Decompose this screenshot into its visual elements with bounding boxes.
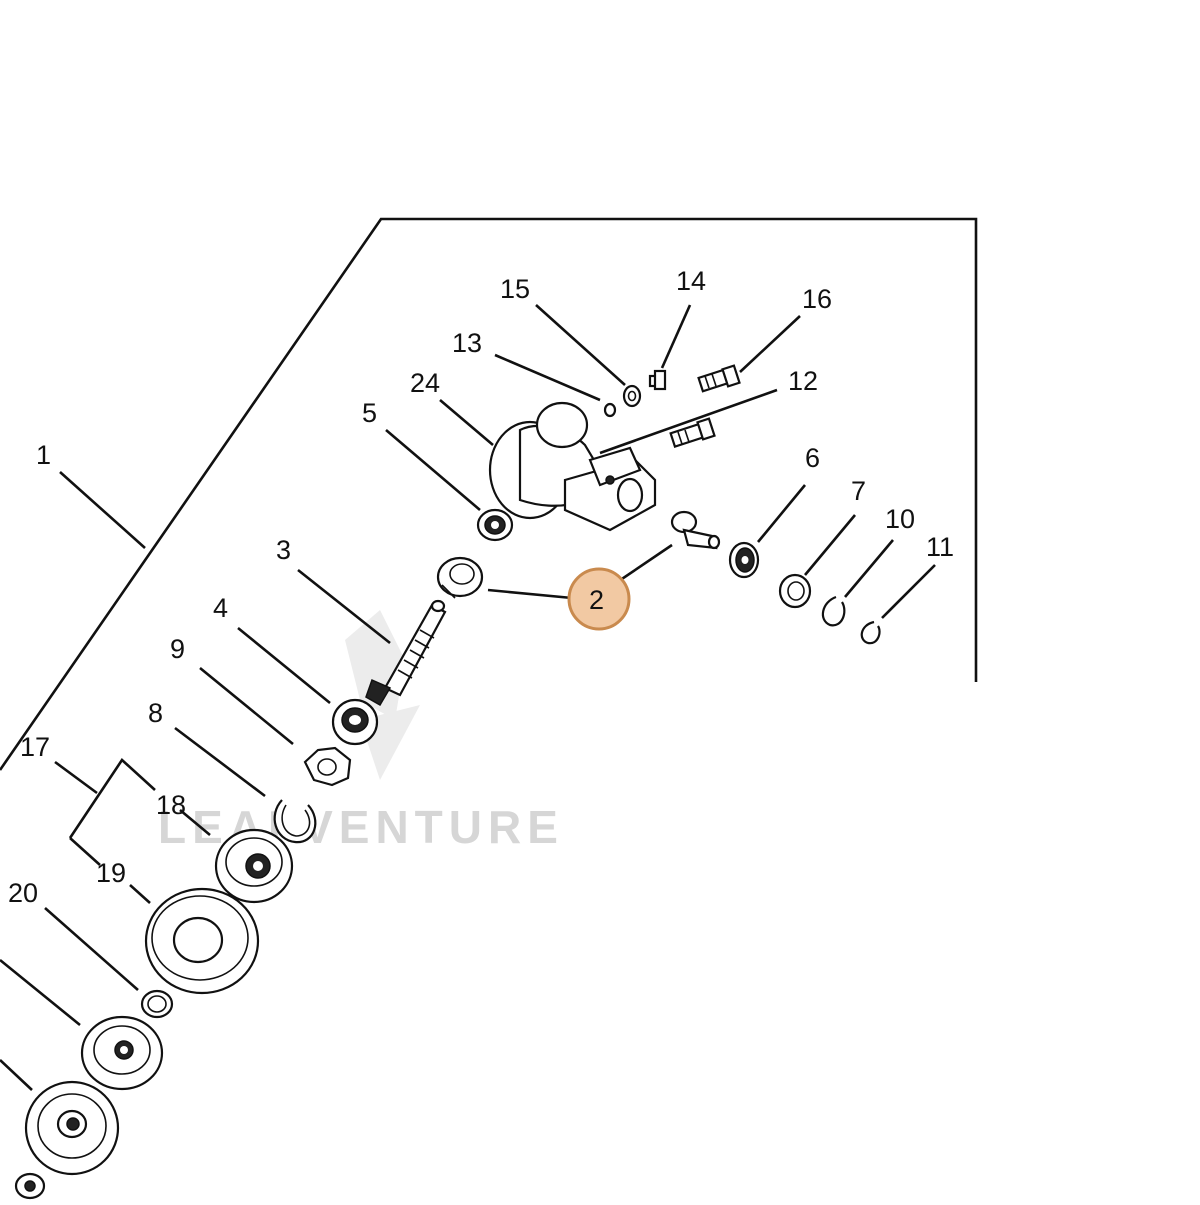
gear-housing xyxy=(488,401,657,532)
callout-17: 17 xyxy=(20,732,50,762)
callout-3: 3 xyxy=(276,535,291,565)
callout-13: 13 xyxy=(452,328,482,358)
highlighted-callout-2[interactable]: 2 xyxy=(567,567,631,631)
callout-7: 7 xyxy=(851,476,866,506)
leader-lines xyxy=(0,304,936,1091)
gear-3 xyxy=(436,556,484,599)
ring xyxy=(140,989,174,1019)
disc-19 xyxy=(144,887,260,995)
bearing-6 xyxy=(728,541,760,579)
bearing-5 xyxy=(476,508,514,542)
callout-10: 10 xyxy=(885,504,915,534)
callout-6: 6 xyxy=(805,443,820,473)
screw-16 xyxy=(697,364,741,393)
lower-cup xyxy=(24,1080,120,1176)
callout-19: 19 xyxy=(96,858,126,888)
callout-2: 2 xyxy=(589,585,604,615)
bearing-4 xyxy=(331,698,379,746)
callout-15: 15 xyxy=(500,274,530,304)
watermark-text: LEAFVENTURE xyxy=(158,801,564,853)
bearing-7 xyxy=(778,573,812,609)
callout-24: 24 xyxy=(410,368,440,398)
shaft-3 xyxy=(365,599,447,707)
callout-16: 16 xyxy=(802,284,832,314)
callout-12: 12 xyxy=(788,366,818,396)
clip-11 xyxy=(860,620,881,645)
ball-13 xyxy=(603,402,617,418)
washer-9 xyxy=(303,746,352,787)
circlip-8 xyxy=(273,799,317,844)
pinion-2 xyxy=(670,510,721,550)
screw-14 xyxy=(648,369,667,391)
cup-18 xyxy=(214,828,294,904)
washer-15 xyxy=(622,384,642,408)
callout-11: 11 xyxy=(926,532,954,562)
bottom-nut xyxy=(14,1172,46,1200)
screw-12 xyxy=(669,417,716,448)
callout-labels: 15 14 16 13 12 24 5 1 6 7 10 11 3 4 9 8 … xyxy=(8,266,954,908)
clip-10 xyxy=(821,595,846,627)
callout-5: 5 xyxy=(362,398,377,428)
callout-9: 9 xyxy=(170,634,185,664)
callout-18: 18 xyxy=(156,790,186,820)
callout-8: 8 xyxy=(148,698,163,728)
callout-14: 14 xyxy=(676,266,706,296)
callout-20: 20 xyxy=(8,878,38,908)
hub xyxy=(80,1015,164,1091)
callout-1: 1 xyxy=(36,440,51,470)
frame-outline xyxy=(0,217,978,771)
callout-4: 4 xyxy=(213,593,228,623)
